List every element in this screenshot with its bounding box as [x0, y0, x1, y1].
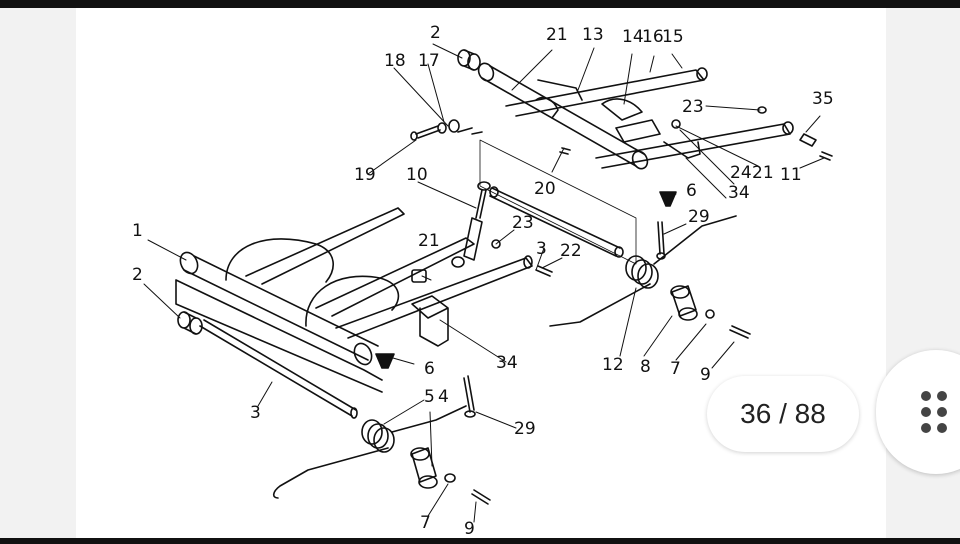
label-34: 34 — [728, 183, 750, 203]
label-1: 1 — [132, 221, 143, 241]
label-4: 4 — [438, 387, 449, 407]
shock-absorber — [451, 181, 491, 268]
leader-lines — [143, 43, 825, 523]
label-34: 34 — [496, 353, 518, 373]
part-labels: 1 2 2 3 3 5 4 6 6 7 7 8 9 9 10 11 12 13 … — [132, 23, 834, 538]
lower-shaft — [199, 319, 358, 419]
label-35: 35 — [812, 89, 834, 109]
upper-crossmember — [457, 62, 794, 170]
label-22: 22 — [560, 241, 582, 261]
label-12: 12 — [602, 355, 624, 375]
upper-shaft — [479, 139, 637, 265]
menu-button[interactable] — [876, 350, 960, 474]
page-indicator-text: 36 / 88 — [740, 398, 826, 429]
lower-bolt — [463, 375, 476, 418]
exploded-parts-diagram: 1 2 2 3 3 5 4 6 6 7 7 8 9 9 10 11 12 13 … — [132, 23, 834, 538]
label-9: 9 — [700, 365, 711, 385]
label-10: 10 — [406, 165, 428, 185]
bottom-bar — [0, 538, 960, 544]
label-5: 5 — [424, 387, 435, 407]
label-21: 21 — [418, 231, 440, 251]
label-23: 23 — [682, 97, 704, 117]
label-9: 9 — [464, 519, 475, 538]
label-16: 16 — [642, 27, 664, 47]
label-7: 7 — [420, 513, 431, 533]
mid-nut — [411, 269, 427, 283]
label-15: 15 — [662, 27, 684, 47]
label-21: 21 — [546, 25, 568, 45]
label-6: 6 — [686, 181, 697, 201]
page-indicator: 36 / 88 — [707, 376, 859, 452]
label-23: 23 — [512, 213, 534, 233]
label-13: 13 — [582, 25, 604, 45]
label-20: 20 — [534, 179, 556, 199]
label-29: 29 — [688, 207, 710, 227]
lower-spring — [272, 405, 467, 499]
label-24: 24 — [730, 163, 752, 183]
label-21: 21 — [752, 163, 774, 183]
label-11: 11 — [780, 165, 802, 185]
upper-sleeve — [670, 285, 751, 339]
upper-screw — [410, 119, 460, 141]
label-19: 19 — [354, 165, 376, 185]
label-2: 2 — [430, 23, 441, 43]
lower-swing-arm — [175, 207, 533, 393]
lower-bushing — [177, 311, 203, 335]
top-status-bar — [0, 0, 960, 8]
upper-spring — [549, 215, 737, 327]
label-3: 3 — [250, 403, 261, 423]
label-7: 7 — [670, 359, 681, 379]
label-18: 18 — [384, 51, 406, 71]
lower-sleeve — [410, 447, 491, 505]
label-3: 3 — [536, 239, 547, 259]
label-6: 6 — [424, 359, 435, 379]
document-page: 1 2 2 3 3 5 4 6 6 7 7 8 9 9 10 11 12 13 … — [76, 8, 886, 538]
upper-bushing — [457, 49, 481, 71]
label-2: 2 — [132, 265, 143, 285]
label-17: 17 — [418, 51, 440, 71]
lower-bump-stop — [375, 353, 395, 369]
grip-dots-icon — [921, 391, 947, 433]
label-29: 29 — [514, 419, 536, 439]
label-8: 8 — [640, 357, 651, 377]
label-14: 14 — [622, 27, 644, 47]
